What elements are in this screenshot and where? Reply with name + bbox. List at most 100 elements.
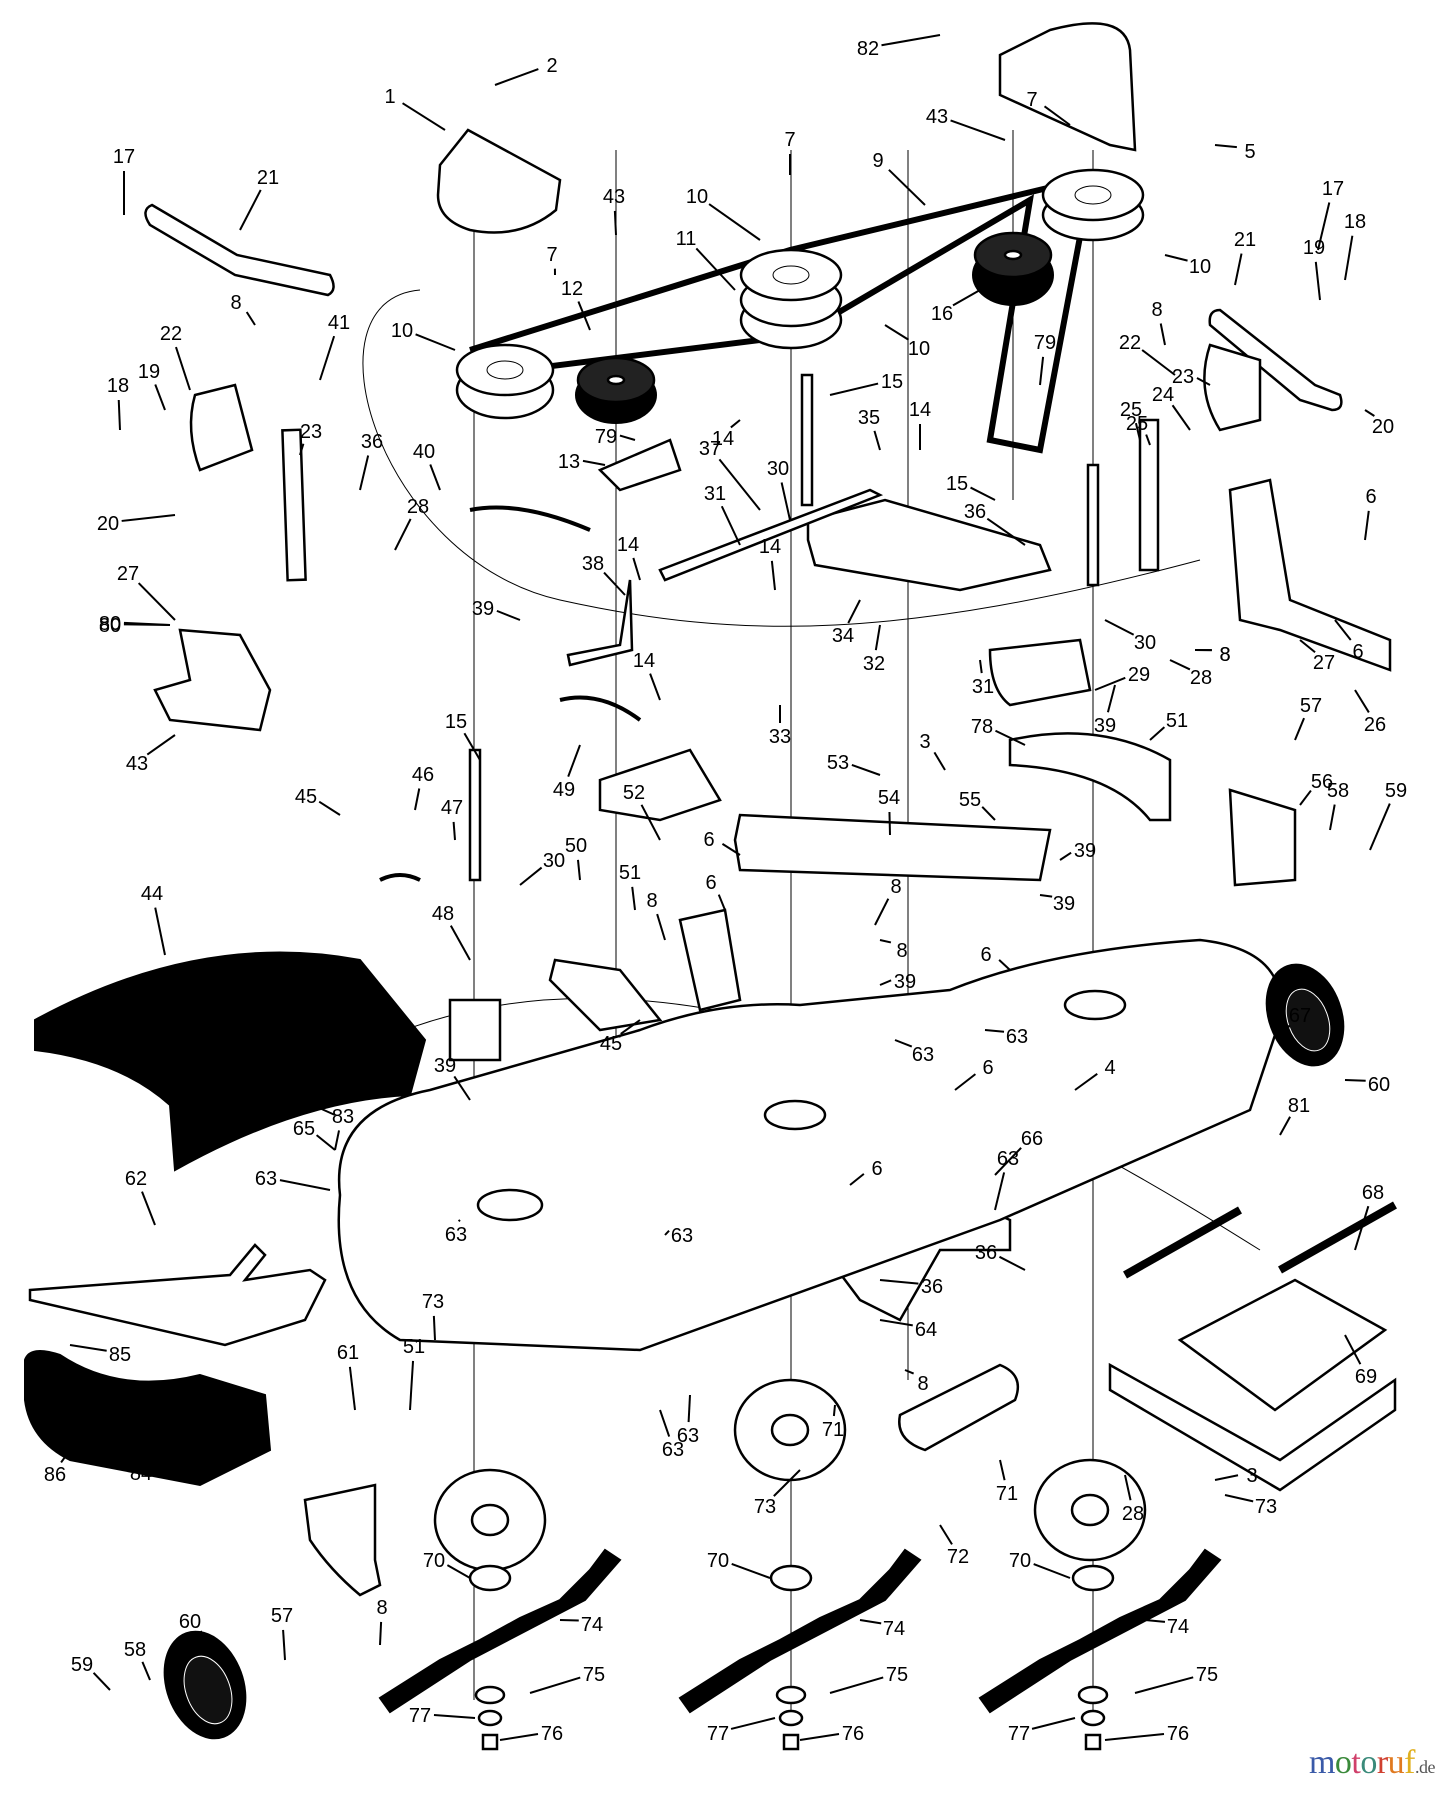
callout-label-63: 63: [1006, 1026, 1028, 1048]
callout-leader-line: [60, 1449, 71, 1463]
callout-label-71: 71: [996, 1483, 1018, 1505]
callout-label-56: 56: [1311, 771, 1333, 793]
callout-leader-line: [708, 203, 761, 241]
callout-leader-line: [577, 301, 591, 331]
callout-leader-line: [730, 1717, 776, 1730]
parts-artwork: [24, 22, 1397, 1751]
deflector-62: [28, 1243, 327, 1347]
callout-label-70: 70: [707, 1550, 729, 1572]
callout-label-74: 74: [581, 1614, 603, 1636]
callout-label-63: 63: [671, 1225, 693, 1247]
callout-label-39: 39: [1094, 715, 1116, 737]
rod-38: [566, 579, 634, 667]
callout-leader-line: [1334, 619, 1352, 641]
callout-label-19: 19: [138, 361, 160, 383]
callout-label-14: 14: [633, 650, 655, 672]
callout-leader-line: [994, 1172, 1006, 1211]
callout-label-66: 66: [1021, 1128, 1043, 1150]
callout-leader-line: [999, 1459, 1006, 1481]
spindle-right: [1086, 463, 1100, 587]
callout-leader-line: [359, 455, 370, 491]
callout-label-21: 21: [1234, 229, 1256, 251]
callout-label-2: 2: [546, 55, 557, 77]
callout-label-6: 6: [980, 944, 991, 966]
callout-leader-line: [379, 1621, 383, 1646]
rod-67: [1123, 1206, 1242, 1279]
callout-leader-line: [1039, 356, 1045, 386]
callout-label-13: 13: [558, 451, 580, 473]
callout-label-4: 4: [1104, 1057, 1115, 1079]
callout-leader-line: [1329, 804, 1336, 831]
callout-leader-line: [847, 599, 861, 624]
callout-leader-line: [146, 734, 176, 756]
callout-label-43: 43: [126, 753, 148, 775]
callout-label-75: 75: [886, 1664, 908, 1686]
callout-label-19: 19: [1303, 237, 1325, 259]
callout-leader-line: [519, 866, 543, 886]
watermark-letter: r: [1376, 1744, 1388, 1781]
callout-label-36: 36: [975, 1242, 997, 1264]
callout-leader-line: [851, 764, 881, 776]
callout-label-22: 22: [1119, 332, 1141, 354]
callout-leader-line: [859, 1619, 882, 1625]
plate-68: [1177, 1278, 1388, 1412]
callout-leader-line: [1369, 803, 1391, 851]
callout-label-76: 76: [541, 1723, 563, 1745]
callout-leader-line: [1169, 659, 1191, 671]
spring-40: [469, 505, 591, 532]
callout-label-60: 60: [179, 1611, 201, 1633]
bracket-50: [548, 958, 663, 1032]
callout-label-16: 16: [931, 303, 953, 325]
callout-leader-line: [640, 804, 661, 841]
bracket-53: [598, 748, 722, 822]
callout-label-80: 80: [99, 613, 121, 635]
callout-leader-line: [1224, 1494, 1254, 1503]
callout-label-30: 30: [767, 458, 789, 480]
callout-leader-line: [1344, 1334, 1362, 1365]
callout-leader-line: [1279, 1024, 1291, 1041]
callout-label-6: 6: [705, 872, 716, 894]
callout-label-64: 64: [915, 1319, 937, 1341]
callout-label-74: 74: [1167, 1616, 1189, 1638]
mower-deck: [337, 938, 1283, 1352]
callout-label-31: 31: [972, 676, 994, 698]
callout-leader-line: [619, 434, 636, 441]
watermark-letter: t: [1351, 1744, 1361, 1781]
callout-leader-line: [415, 333, 456, 351]
callout-leader-line: [402, 102, 446, 131]
callout-leader-line: [394, 518, 412, 551]
callout-leader-line: [141, 1661, 151, 1681]
spindle-hole-left: [476, 1188, 544, 1222]
callout-label-29: 29: [1128, 664, 1150, 686]
callout-leader-line: [687, 1394, 691, 1423]
callout-label-33: 33: [769, 726, 791, 748]
callout-label-79: 79: [1034, 332, 1056, 354]
callout-leader-line: [954, 1073, 977, 1091]
callout-label-36: 36: [964, 501, 986, 523]
callout-label-10: 10: [686, 186, 708, 208]
callout-leader-line: [1094, 676, 1126, 691]
callout-label-63: 63: [445, 1224, 467, 1246]
callout-label-73: 73: [1255, 1496, 1277, 1518]
callout-leader-line: [117, 399, 121, 431]
pulley-center: [739, 248, 843, 350]
bracket-13: [597, 438, 682, 492]
callout-leader-line: [1364, 510, 1370, 541]
blade-left: [378, 1548, 622, 1714]
callout-leader-line: [457, 1219, 461, 1222]
callout-leader-line: [730, 419, 741, 429]
callout-label-1: 1: [384, 86, 395, 108]
blade-adapter-right: [1033, 1458, 1147, 1562]
callout-leader-line: [939, 1524, 953, 1545]
callout-label-37: 37: [699, 438, 721, 460]
callout-label-52: 52: [623, 782, 645, 804]
belt-cover-right: [998, 22, 1137, 152]
callout-leader-line: [494, 68, 539, 86]
callout-label-14: 14: [617, 534, 639, 556]
callout-leader-line: [92, 1672, 111, 1691]
callout-label-51: 51: [287, 1091, 309, 1113]
callout-label-82: 82: [857, 38, 879, 60]
callout-label-10: 10: [1189, 256, 1211, 278]
callout-label-17: 17: [1322, 178, 1344, 200]
